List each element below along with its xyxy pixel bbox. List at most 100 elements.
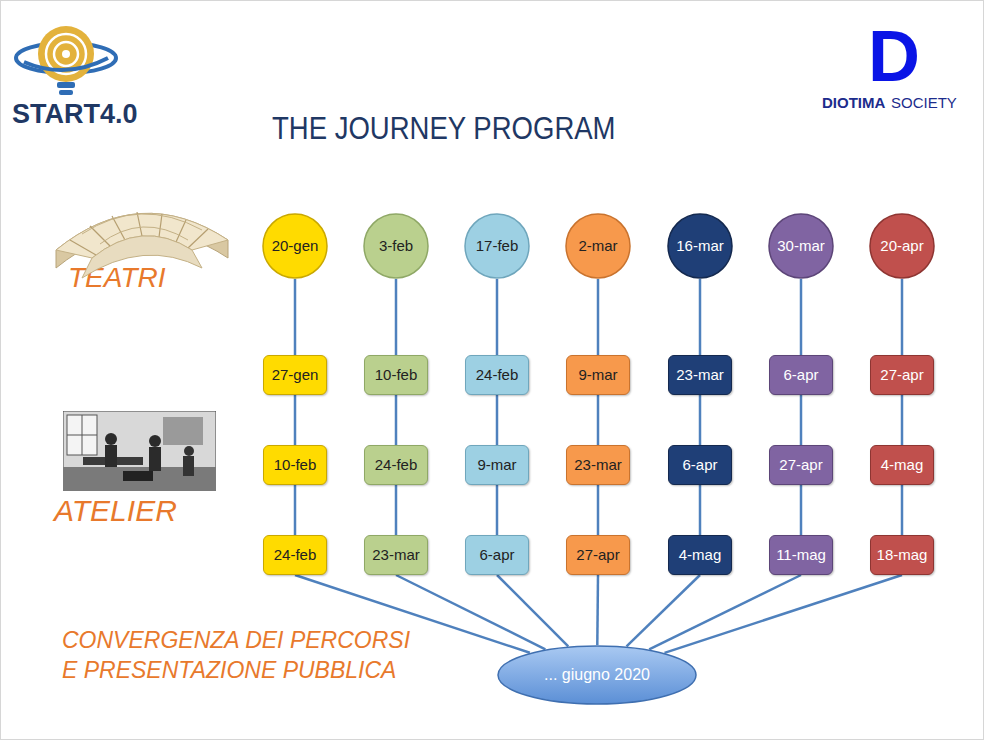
date-box: 27-apr xyxy=(870,355,934,395)
logo-bulb-base xyxy=(59,90,73,95)
node-text: 30-mar xyxy=(777,238,825,255)
node-text: 18-mag xyxy=(877,547,928,564)
logo-text: START4.0 xyxy=(12,99,138,130)
logo-ring xyxy=(54,42,78,66)
date-box: 9-mar xyxy=(566,355,630,395)
node-text: 24-feb xyxy=(274,547,317,564)
node-text: 10-feb xyxy=(274,457,317,474)
date-box: 27-apr xyxy=(566,535,630,575)
connector-line xyxy=(800,279,803,355)
node-text: 24-feb xyxy=(476,367,519,384)
date-box: 11-mag xyxy=(769,535,833,575)
circle-shape xyxy=(364,214,428,278)
date-box: 10-feb xyxy=(364,355,428,395)
ellipse-shape xyxy=(498,646,696,704)
engraving-anvil xyxy=(123,471,153,481)
engraving-window xyxy=(67,415,97,455)
diagram-title: THE JOURNEY PROGRAM xyxy=(272,110,616,147)
date-box: 27-apr xyxy=(769,445,833,485)
node-text: 10-feb xyxy=(375,367,418,384)
engraving-figure xyxy=(149,447,161,471)
connector-line xyxy=(596,575,599,645)
aisle-line xyxy=(70,240,96,255)
connector-line xyxy=(649,575,801,649)
node-text: ... giugno 2020 xyxy=(544,666,650,684)
node-text: 20-gen xyxy=(272,238,319,255)
date-circle: 20-gen xyxy=(262,213,328,279)
circle-shape xyxy=(566,214,630,278)
node-text: 27-gen xyxy=(272,367,319,384)
node-text: 6-apr xyxy=(682,457,717,474)
node-text: 2-mar xyxy=(578,238,617,255)
date-box: 23-mar xyxy=(364,535,428,575)
atelier-engraving xyxy=(63,411,216,491)
node-text: 17-feb xyxy=(476,238,519,255)
date-box: 24-feb xyxy=(364,445,428,485)
date-box: 23-mar xyxy=(668,355,732,395)
connector-line xyxy=(699,279,702,355)
circle-shape xyxy=(668,214,732,278)
node-text: 23-mar xyxy=(676,367,724,384)
date-box: 18-mag xyxy=(870,535,934,575)
aisle-line xyxy=(112,216,125,240)
connector-line xyxy=(496,485,499,535)
connector-line xyxy=(597,279,600,355)
engraving-figure xyxy=(184,446,194,456)
node-text: 4-mag xyxy=(679,547,722,564)
circle-shape xyxy=(263,214,327,278)
date-box: 23-mar xyxy=(566,445,630,485)
connector-line xyxy=(800,395,803,445)
connector-line xyxy=(800,485,803,535)
logo-swoosh xyxy=(24,58,108,70)
connector-line xyxy=(496,279,499,355)
start-logo xyxy=(10,18,122,102)
theatre-tier xyxy=(82,214,202,234)
node-text: 23-mar xyxy=(372,547,420,564)
row-label: ATELIER xyxy=(54,494,177,528)
connector-line xyxy=(294,395,297,445)
connector-line xyxy=(396,575,545,649)
engraving-figure xyxy=(105,433,117,445)
logo-letter: D xyxy=(868,20,920,92)
connector-line xyxy=(496,395,499,445)
circle-shape xyxy=(769,214,833,278)
connector-line xyxy=(665,575,902,653)
connector-line xyxy=(395,279,398,355)
date-circle: 20-apr xyxy=(869,213,935,279)
engraving-figure xyxy=(149,435,161,447)
connector-line xyxy=(597,395,600,445)
window-bar xyxy=(67,435,97,436)
engraving-figure xyxy=(183,456,194,476)
theatre-illustration xyxy=(52,188,232,303)
engraving-figure xyxy=(105,445,117,467)
connector-line xyxy=(597,485,600,535)
node-text: 27-apr xyxy=(576,547,619,564)
aisle-line xyxy=(137,212,142,236)
circle-shape xyxy=(465,214,529,278)
node-text: 16-mar xyxy=(676,238,724,255)
final-ellipse: ... giugno 2020 xyxy=(497,645,697,705)
date-circle: 30-mar xyxy=(768,213,834,279)
connector-line xyxy=(627,575,700,646)
connector-line xyxy=(294,485,297,535)
node-text: 20-apr xyxy=(880,238,923,255)
date-box: 4-mag xyxy=(870,445,934,485)
node-text: 24-feb xyxy=(375,457,418,474)
date-box: 10-feb xyxy=(263,445,327,485)
date-box: 4-mag xyxy=(668,535,732,575)
date-box: 24-feb xyxy=(263,535,327,575)
node-text: 11-mag xyxy=(776,547,826,564)
node-text: 4-mag xyxy=(881,457,924,474)
aisle-line xyxy=(188,229,208,248)
aisle-line xyxy=(159,214,162,237)
note-text: CONVERGENZA DEI PERCORSI E PRESENTAZIONE… xyxy=(62,626,422,686)
connector-line xyxy=(901,279,904,355)
date-circle: 16-mar xyxy=(667,213,733,279)
node-text: 27-apr xyxy=(880,367,923,384)
engraving-shelf xyxy=(163,417,203,445)
logo-core xyxy=(62,50,70,58)
connector-line xyxy=(395,485,398,535)
connector-line xyxy=(497,575,568,646)
date-circle: 3-feb xyxy=(363,213,429,279)
